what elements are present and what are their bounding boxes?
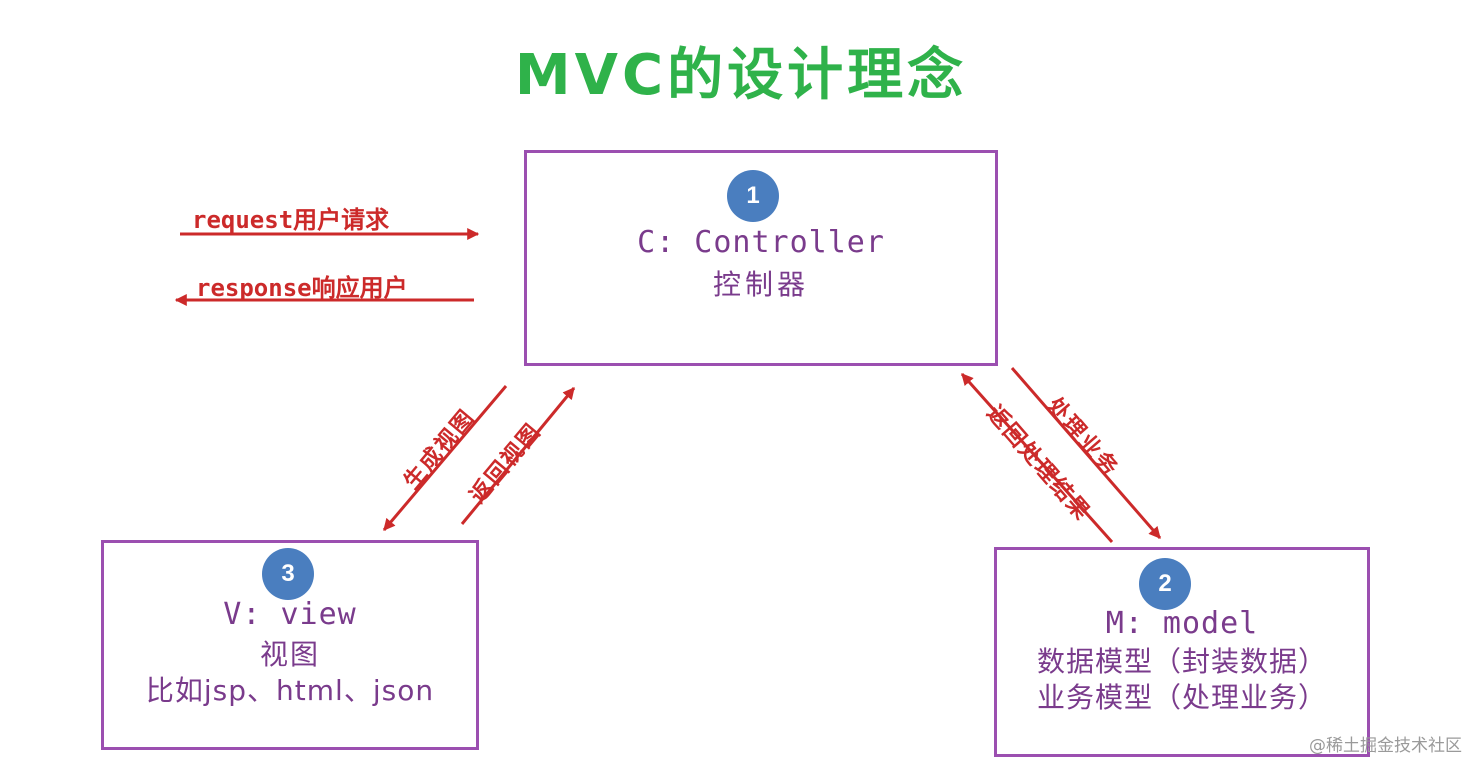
model-name: M: model: [1105, 606, 1259, 641]
controller-desc: 控制器: [712, 268, 809, 301]
return-view-arrow: [460, 387, 576, 525]
return-result-arrow: [960, 373, 1114, 543]
watermark: @稀土掘金技术社区: [1309, 736, 1462, 756]
model-box: 2 M: model 数据模型（封装数据） 业务模型（处理业务）: [994, 547, 1370, 757]
model-desc-business: 业务模型（处理业务）: [1036, 681, 1327, 714]
view-desc: 视图: [259, 638, 320, 671]
response-label: response响应用户: [196, 274, 408, 302]
view-name: V: view: [223, 597, 357, 632]
controller-name: C: Controller: [637, 225, 885, 260]
view-box: 3 V: view 视图 比如jsp、html、json: [101, 540, 479, 750]
model-desc-data: 数据模型（封装数据）: [1036, 645, 1327, 678]
diagram-title: MVC的设计理念: [514, 43, 968, 108]
model-number-badge: 2: [1139, 558, 1191, 610]
request-label: request用户请求: [192, 206, 390, 234]
handle-business-arrow: [1010, 367, 1162, 539]
view-number-badge: 3: [262, 548, 314, 600]
controller-box: 1 C: Controller 控制器: [524, 150, 998, 366]
view-example: 比如jsp、html、json: [145, 674, 435, 707]
generate-view-arrow: [382, 385, 508, 531]
controller-number-badge: 1: [727, 170, 779, 222]
